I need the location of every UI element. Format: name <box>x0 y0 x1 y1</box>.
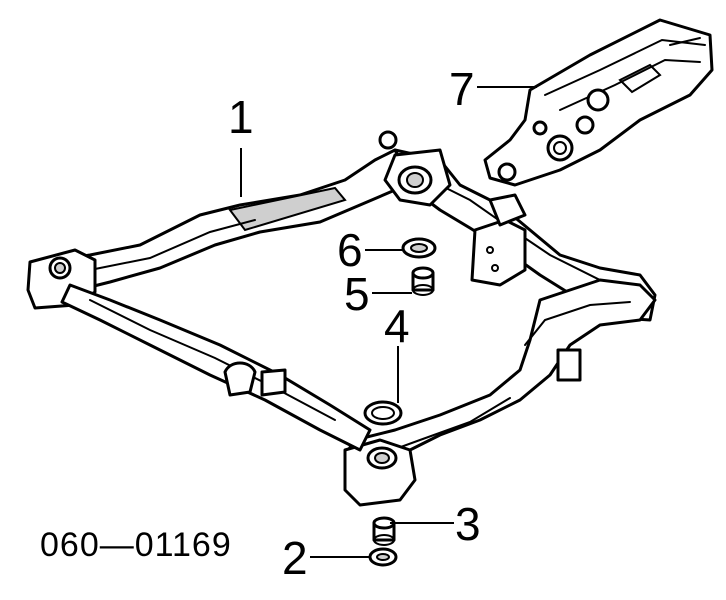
callout-4: 4 <box>384 300 410 352</box>
part-5-bushing <box>411 266 435 296</box>
leader-lines <box>240 86 537 558</box>
callout-3: 3 <box>455 498 481 550</box>
part-6-washer <box>401 237 437 259</box>
callout-7: 7 <box>449 63 475 115</box>
part-7-bracket <box>483 18 714 187</box>
part-1-subframe <box>26 130 657 507</box>
part-2-washer <box>368 547 398 567</box>
part-3-bushing <box>372 516 396 546</box>
callout-2: 2 <box>282 532 308 584</box>
callout-5: 5 <box>344 268 370 320</box>
callout-1: 1 <box>228 91 254 143</box>
diagram-part-number: 060—01169 <box>40 526 232 564</box>
callout-6: 6 <box>337 224 363 276</box>
